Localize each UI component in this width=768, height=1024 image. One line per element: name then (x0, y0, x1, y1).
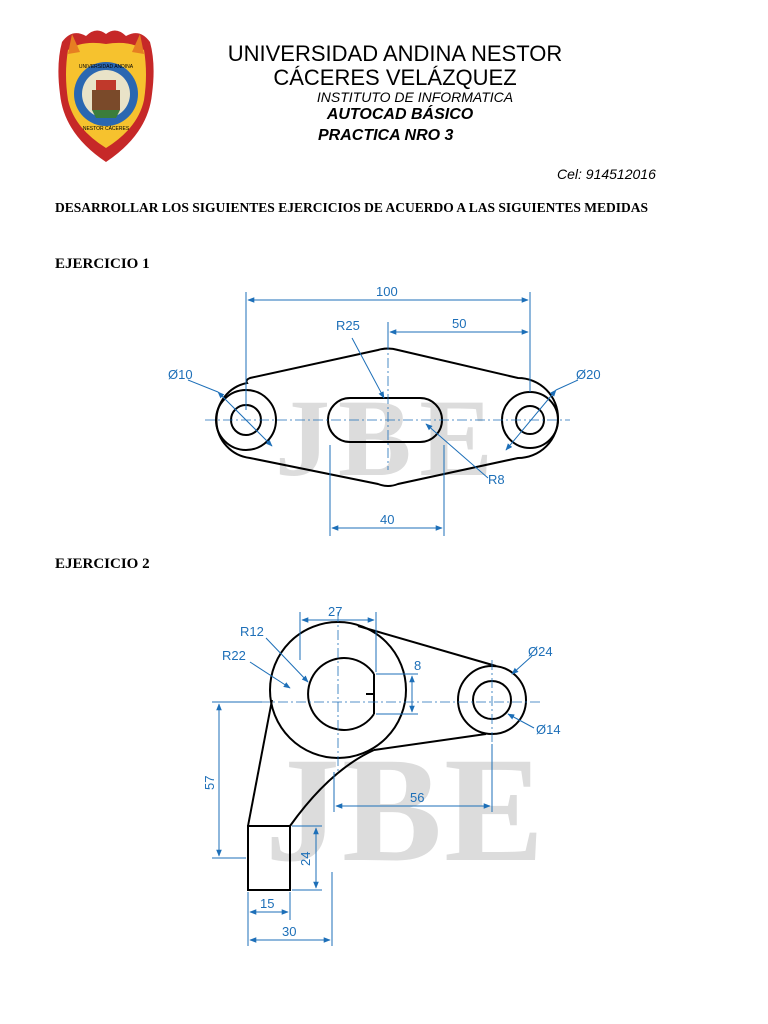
dim-ex1-50: 50 (452, 316, 466, 331)
dim-ex2-8: 8 (414, 658, 421, 673)
dim-ex1-d20: Ø20 (576, 367, 601, 382)
exercise2-dimension-labels: 27 R12 R22 8 Ø24 Ø14 57 56 24 15 30 (202, 604, 561, 939)
institute-name: INSTITUTO DE INFORMATICA (316, 89, 514, 105)
dim-ex2-r12: R12 (240, 624, 264, 639)
logo-bottom-text: NESTOR CÁCERES (83, 125, 130, 132)
exercise2-drawing (247, 621, 527, 891)
exercise2-dimensions (212, 612, 535, 946)
phone-number: Cel: 914512016 (557, 166, 656, 182)
course-title: AUTOCAD BÁSICO (326, 106, 474, 123)
dim-ex1-40: 40 (380, 512, 394, 527)
exercise2-title: EJERCICIO 2 (55, 556, 150, 572)
dim-ex2-57: 57 (202, 776, 217, 790)
logo-top-text: UNIVERSIDAD ANDINA (79, 64, 134, 70)
dim-ex2-30: 30 (282, 924, 296, 939)
dim-ex1-r25: R25 (336, 318, 360, 333)
dim-ex1-r8: R8 (488, 472, 505, 487)
dim-ex2-27: 27 (328, 604, 342, 619)
university-logo: UNIVERSIDAD ANDINA NESTOR CÁCERES (58, 30, 154, 163)
dim-ex2-d24: Ø24 (528, 644, 553, 659)
dim-ex1-100: 100 (376, 284, 398, 299)
dim-ex2-d14: Ø14 (536, 722, 561, 737)
dim-ex2-r22: R22 (222, 648, 246, 663)
exercise1-dimensions (187, 292, 579, 536)
watermark-ex2: JBE (265, 727, 546, 893)
university-name-line2: CÁCERES VELÁZQUEZ (273, 65, 517, 90)
exercise2-centerlines (260, 612, 540, 772)
dim-ex2-56: 56 (410, 790, 424, 805)
instructions-text: DESARROLLAR LOS SIGUIENTES EJERCICIOS DE… (55, 200, 649, 215)
exercise1-dimension-labels: 100 50 R25 Ø10 Ø20 R8 40 (168, 284, 601, 527)
practice-title: PRACTICA NRO 3 (318, 127, 454, 144)
exercise1-title: EJERCICIO 1 (55, 256, 150, 272)
watermark-letters-2: JBE (265, 727, 546, 893)
dim-ex1-d10: Ø10 (168, 367, 193, 382)
dim-ex2-24: 24 (298, 852, 313, 866)
university-name-line1: UNIVERSIDAD ANDINA NESTOR (227, 41, 563, 66)
dim-ex2-15: 15 (260, 896, 274, 911)
